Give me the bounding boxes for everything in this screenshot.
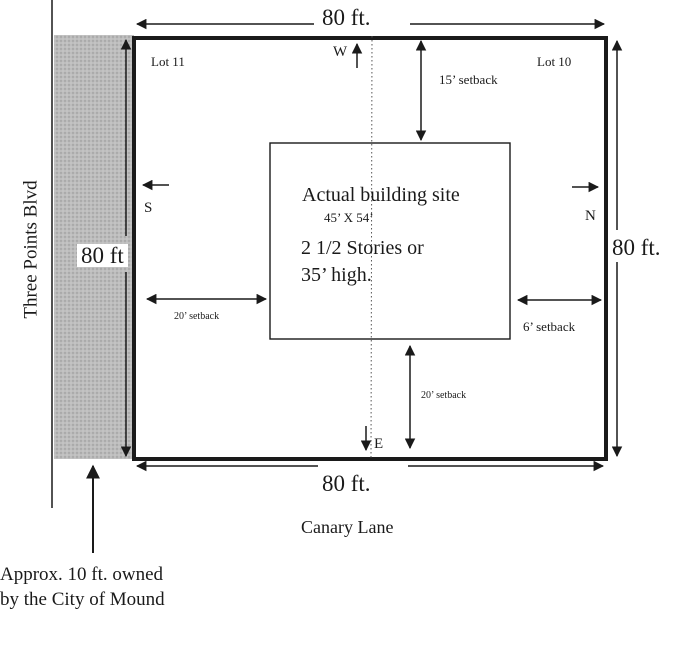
city-ownership-note-line2: by the City of Mound [0, 589, 165, 610]
canary-lane-label: Canary Lane [301, 517, 394, 537]
building-stories: 2 1/2 Stories or [301, 237, 424, 259]
west-label: W [333, 44, 348, 60]
right-setback-label: 6’ setback [523, 319, 576, 334]
lot-boundary [132, 36, 608, 461]
bottom-dimension-label: 80 ft. [318, 472, 375, 495]
building-footprint [269, 142, 511, 340]
right-dimension-label: 80 ft. [608, 236, 665, 259]
bottom-setback-label: 20’ setback [421, 390, 467, 401]
three-points-blvd-label: Three Points Blvd [20, 180, 42, 319]
city-ownership-note-line1: Approx. 10 ft. owned [0, 564, 164, 585]
lot-11-label: Lot 11 [151, 54, 185, 69]
building-site-title: Actual building site [302, 184, 460, 206]
left-setback-label: 20’ setback [174, 311, 220, 322]
top-setback-label: 15’ setback [439, 72, 498, 87]
east-label: E [374, 436, 384, 452]
top-dimension-label: 80 ft. [318, 6, 375, 29]
south-label: S [144, 200, 153, 216]
building-height: 35’ high. [301, 264, 372, 286]
north-label: N [585, 208, 596, 224]
building-size: 45’ X 54’ [324, 210, 374, 225]
left-dimension-label: 80 ft [77, 244, 128, 267]
lot-10-label: Lot 10 [537, 54, 572, 69]
